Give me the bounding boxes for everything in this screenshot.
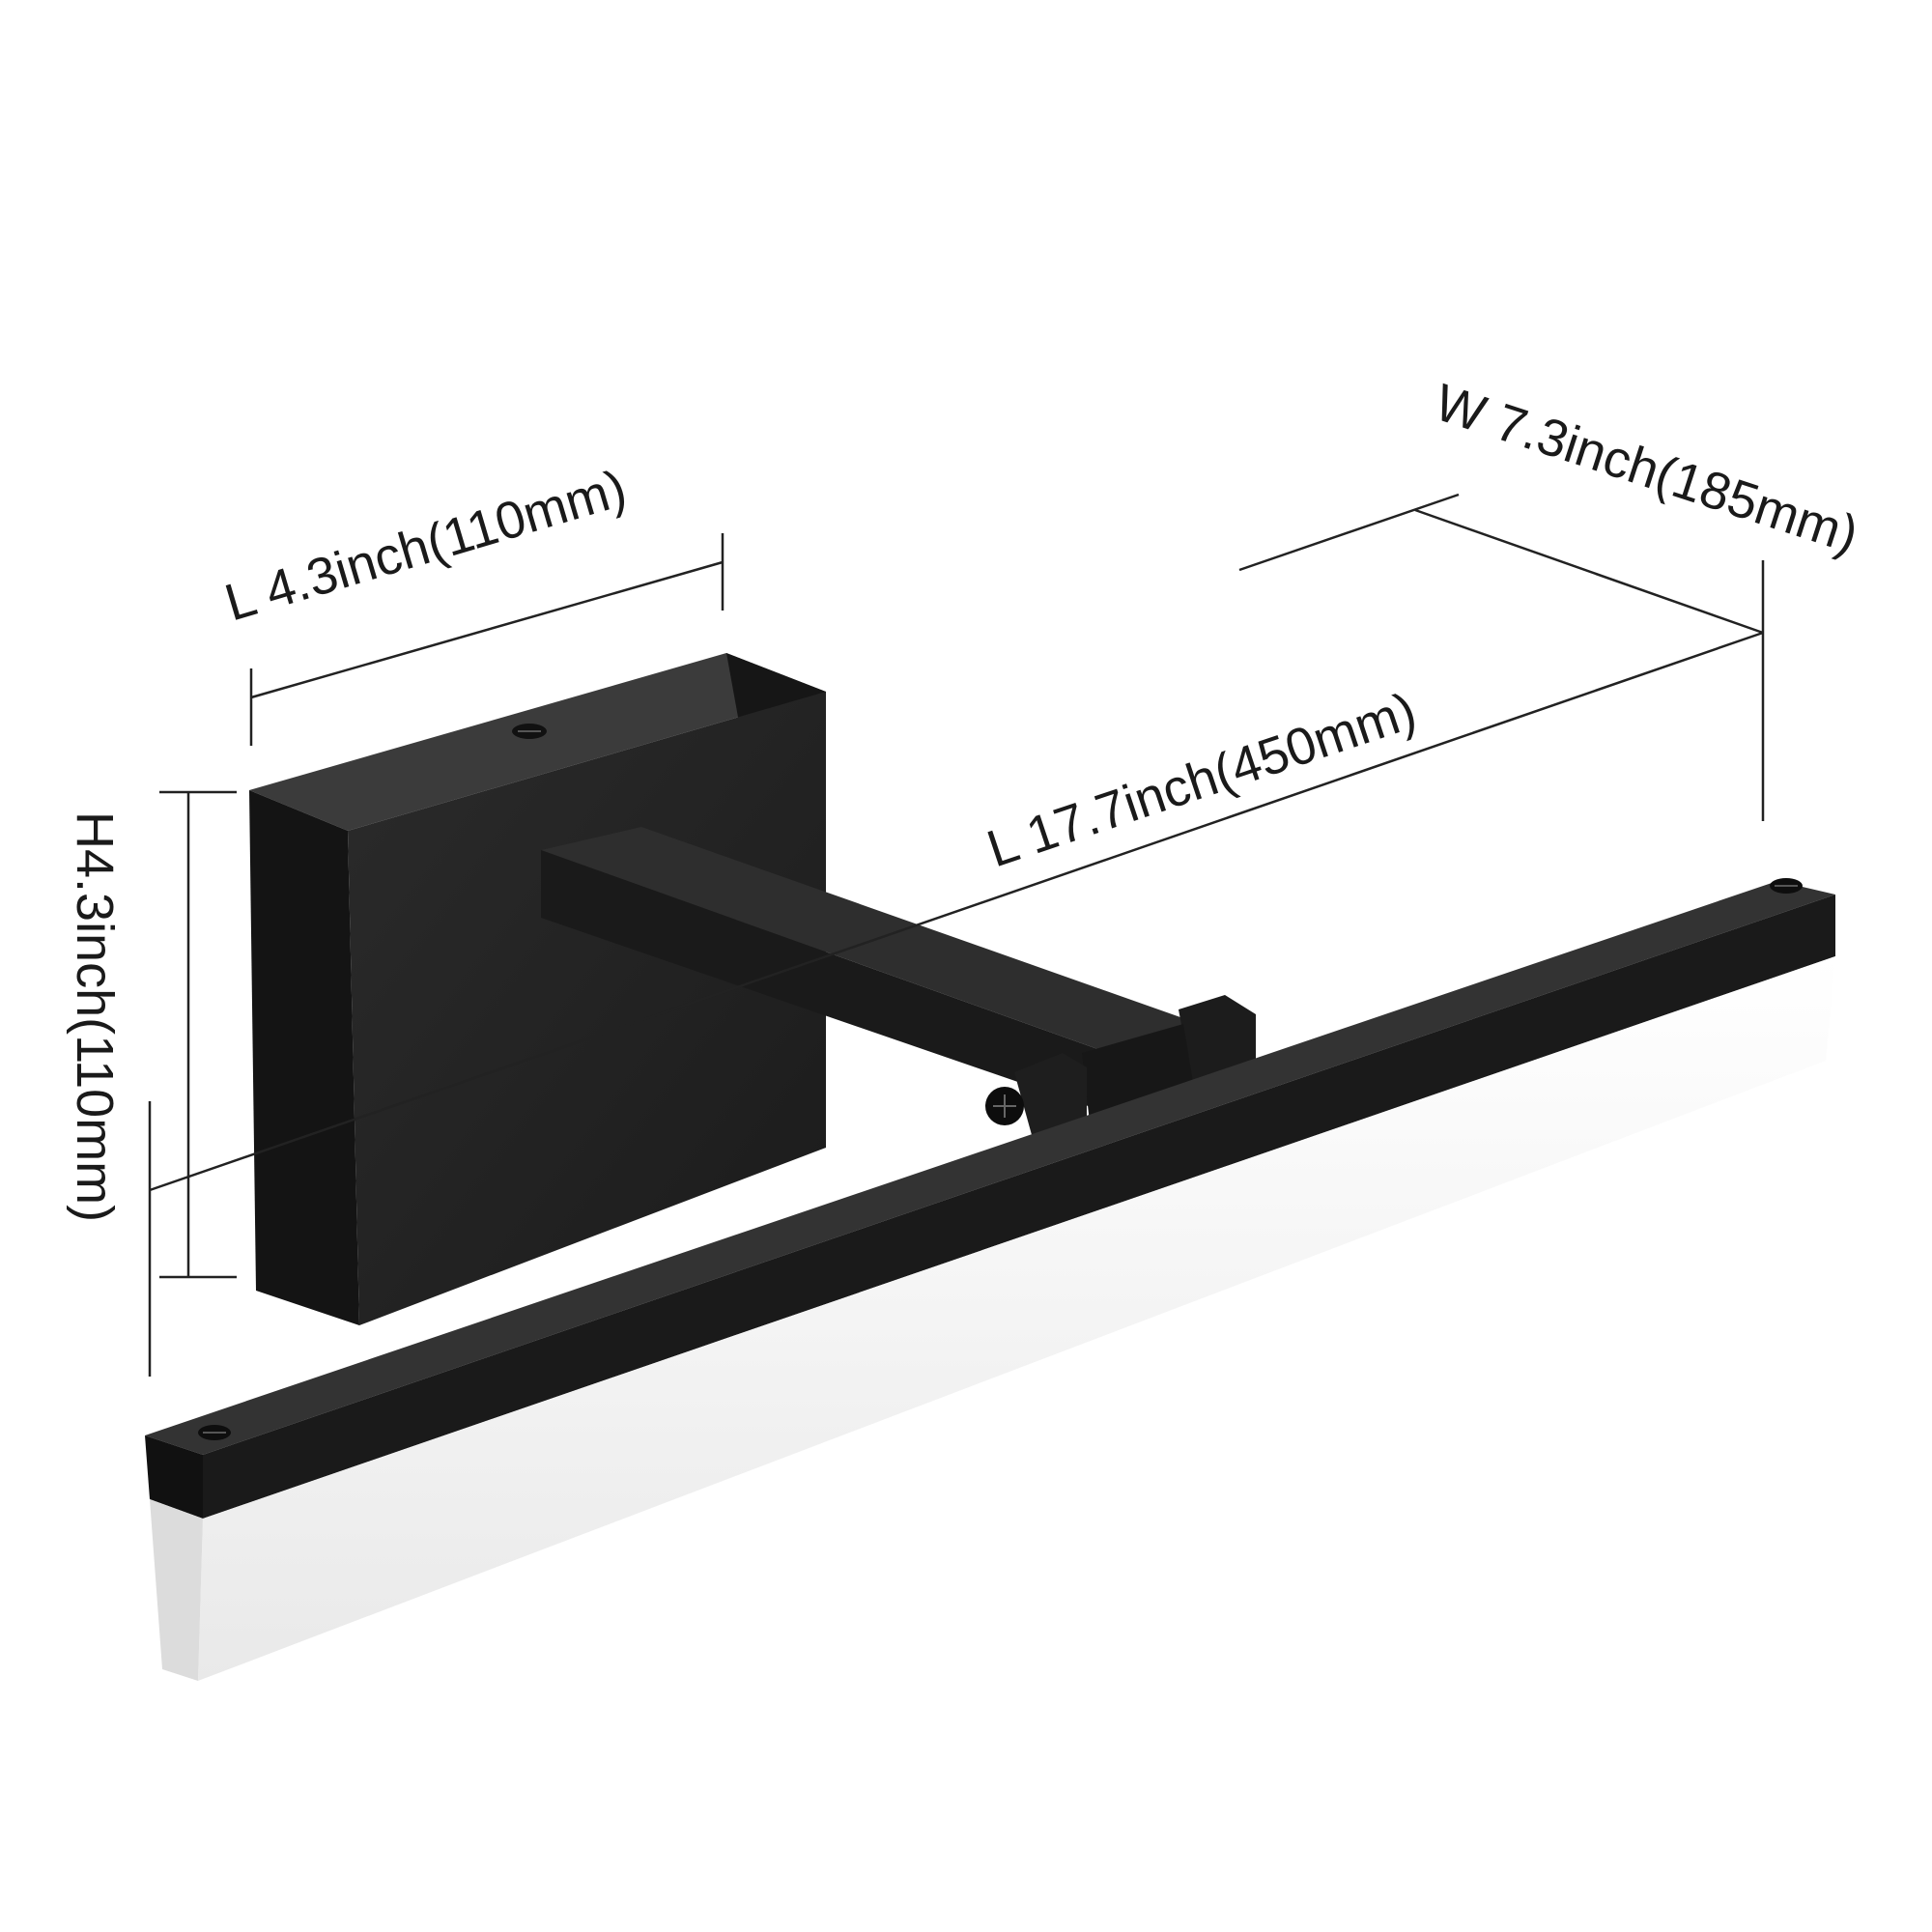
lightbar-end-cap bbox=[145, 1435, 203, 1519]
wall-backplate bbox=[249, 653, 826, 1325]
backplate-front-face bbox=[249, 790, 359, 1325]
total-length-label: L 17.7inch(450mm) bbox=[980, 681, 1423, 878]
backplate-top-face bbox=[249, 653, 826, 831]
lightbar-diffuser bbox=[198, 956, 1835, 1681]
lightbar-top-face bbox=[145, 881, 1835, 1455]
support-arm bbox=[541, 827, 1227, 1121]
dimension-lines bbox=[148, 493, 1765, 1377]
width-label: W 7.3inch(185mm) bbox=[1428, 373, 1864, 564]
height-label: H4.3inch(110mm) bbox=[66, 811, 124, 1222]
lightbar-black-band bbox=[203, 895, 1835, 1519]
lightbar-diffuser-side bbox=[150, 1499, 203, 1681]
screw-icon bbox=[512, 724, 547, 739]
hinge-screw-icon bbox=[985, 1087, 1024, 1125]
total-length-line bbox=[149, 631, 1764, 1192]
left-screw-icon bbox=[198, 1425, 231, 1440]
arm-top-face bbox=[541, 827, 1227, 1061]
backplate-length-line bbox=[250, 560, 724, 699]
width-line bbox=[1238, 493, 1460, 572]
right-screw-icon bbox=[1770, 878, 1803, 894]
width-diagonal-line bbox=[1414, 508, 1764, 635]
arm-front-face bbox=[541, 850, 1130, 1121]
light-bar bbox=[145, 878, 1835, 1681]
